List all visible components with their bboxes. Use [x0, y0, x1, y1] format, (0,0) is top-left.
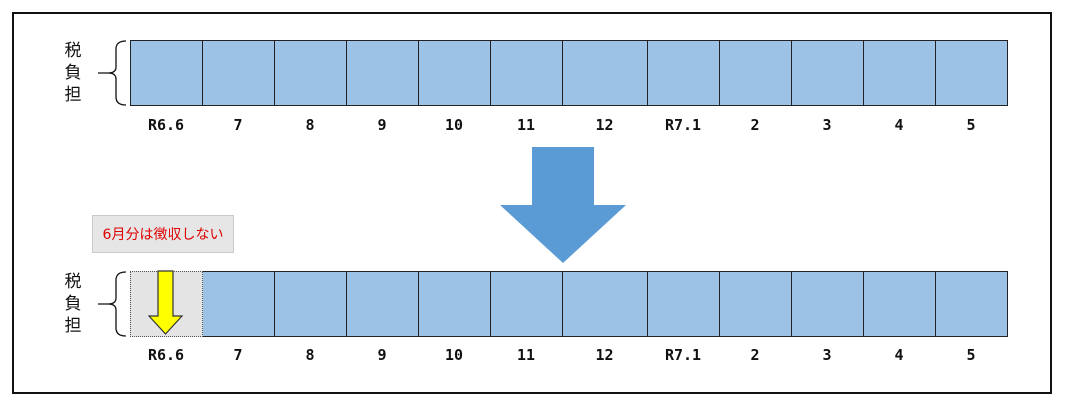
- month-label: 2: [750, 116, 760, 134]
- month-cell: [791, 271, 864, 337]
- label-char: 負: [64, 63, 82, 83]
- month-labels-top: R6.6 7 8 9 10 11 12 R7.1 2 3 4 5: [130, 114, 1007, 136]
- month-cell: [719, 40, 792, 106]
- month-cell: [863, 271, 936, 337]
- month-cell: [791, 40, 864, 106]
- month-label: 5: [966, 346, 976, 364]
- down-arrow-icon: [500, 147, 626, 263]
- month-cell: [130, 40, 203, 106]
- month-cell: [647, 40, 720, 106]
- label-char: 税: [64, 41, 82, 61]
- brace-top: [98, 40, 127, 106]
- month-cell: [935, 40, 1008, 106]
- tax-burden-label-top: 税 負 担: [62, 40, 84, 106]
- month-label: 10: [444, 116, 464, 134]
- label-char: 担: [64, 85, 82, 105]
- month-cell: [863, 40, 936, 106]
- month-cell: [202, 40, 275, 106]
- month-cell: [562, 271, 648, 337]
- month-cell: [202, 271, 275, 337]
- month-label: 7: [233, 346, 243, 364]
- month-cell: [418, 40, 491, 106]
- excluded-marker-shape: [148, 270, 184, 335]
- month-label: 4: [894, 346, 904, 364]
- month-cell: [346, 40, 419, 106]
- month-label: R6.6: [147, 116, 185, 134]
- month-label: 3: [822, 116, 832, 134]
- month-cell: [719, 271, 792, 337]
- month-label: 8: [305, 116, 315, 134]
- transition-arrow-shape: [500, 147, 626, 263]
- month-row-bottom: [130, 271, 1008, 337]
- month-cell: [418, 271, 491, 337]
- month-label: 10: [444, 346, 464, 364]
- callout-note: 6月分は徴収しない: [92, 215, 234, 253]
- callout-text: 6月分は徴収しない: [102, 227, 224, 243]
- month-cell: [274, 271, 347, 337]
- month-label: 11: [516, 346, 536, 364]
- month-label: 2: [750, 346, 760, 364]
- month-label: 7: [233, 116, 243, 134]
- month-cell: [346, 271, 419, 337]
- month-label: 3: [822, 346, 832, 364]
- month-cell: [935, 271, 1008, 337]
- month-label: 12: [595, 346, 614, 364]
- month-label: R7.1: [664, 346, 702, 364]
- label-char: 税: [64, 272, 82, 292]
- month-label: 11: [516, 116, 536, 134]
- month-label: 4: [894, 116, 904, 134]
- month-cell: [647, 271, 720, 337]
- tax-burden-label-bottom: 税 負 担: [62, 271, 84, 337]
- month-cell: [562, 40, 648, 106]
- month-label: 8: [305, 346, 315, 364]
- down-arrow-icon: [148, 270, 184, 335]
- month-cell: [274, 40, 347, 106]
- month-label: 5: [966, 116, 976, 134]
- brace-bottom: [98, 271, 127, 337]
- month-label: 9: [377, 116, 387, 134]
- month-labels-bottom: R6.6 7 8 9 10 11 12 R7.1 2 3 4 5: [130, 344, 1007, 366]
- month-label: 12: [595, 116, 614, 134]
- month-cell: [490, 271, 563, 337]
- month-label: R7.1: [664, 116, 702, 134]
- month-cell: [490, 40, 563, 106]
- month-row-top: [130, 40, 1008, 106]
- month-label: R6.6: [147, 346, 185, 364]
- month-label: 9: [377, 346, 387, 364]
- label-char: 担: [64, 316, 82, 336]
- label-char: 負: [64, 294, 82, 314]
